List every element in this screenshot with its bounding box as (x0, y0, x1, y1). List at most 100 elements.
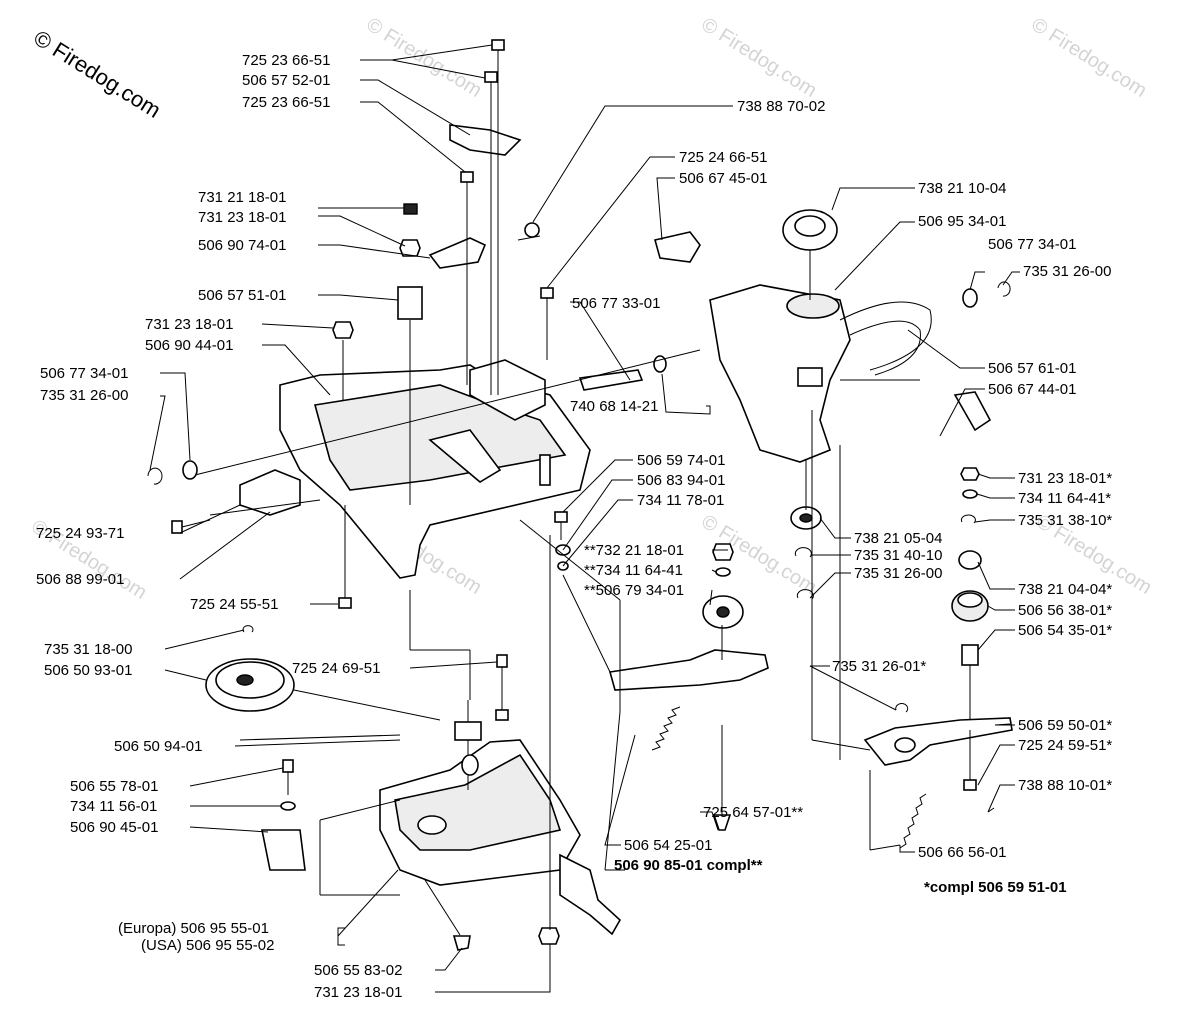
part-label: 506 57 51-01 (198, 287, 286, 304)
part-label: 506 57 61-01 (988, 360, 1076, 377)
long-bolt (540, 287, 554, 360)
axis-lines (194, 70, 971, 930)
part-label: 506 90 44-01 (145, 337, 233, 354)
bolt-top-2 (484, 71, 498, 104)
part-label: 738 88 10-01* (1018, 777, 1112, 794)
part-label: 735 31 18-00 (44, 641, 132, 658)
gearbox (379, 700, 622, 936)
part-label: 738 88 70-02 (737, 98, 825, 115)
bolt-upper-left (460, 171, 474, 205)
nut-bottom (538, 927, 560, 945)
part-labels: 725 23 66-51 506 57 52-01 725 23 66-51 7… (36, 52, 1112, 1001)
part-label: 738 21 10-04 (918, 180, 1006, 197)
part-label: 506 50 93-01 (44, 662, 132, 679)
part-label: 506 77 33-01 (572, 295, 660, 312)
part-label: 506 57 52-01 (242, 72, 330, 89)
part-label: 738 21 05-04 (854, 530, 942, 547)
part-label: 506 56 38-01* (1018, 602, 1112, 619)
steering-housing (709, 284, 932, 463)
part-label: 731 23 18-01* (1018, 470, 1112, 487)
part-label: 725 24 93-71 (36, 525, 124, 542)
part-label: 731 23 18-01 (314, 984, 402, 1001)
part-label: 731 23 18-01 (145, 316, 233, 333)
part-label: 506 54 25-01 (624, 837, 712, 854)
washer-right (962, 288, 978, 308)
watermark-faint: © Firedog.com (362, 14, 485, 102)
part-label: 506 55 83-02 (314, 962, 402, 979)
part-label: 506 77 34-01 (988, 236, 1076, 253)
part-label: 740 68 14-21 (570, 398, 658, 415)
parts-layer (147, 39, 1013, 951)
bolt-tensioner (712, 725, 732, 831)
part-label-compl: *compl 506 59 51-01 (924, 879, 1067, 896)
part-label: **506 79 34-01 (584, 582, 684, 599)
nut-small (403, 203, 418, 215)
circlip-left (147, 467, 163, 485)
part-label: (Europa) 506 95 55-01 (118, 920, 269, 937)
bearing-top (782, 209, 838, 251)
gearbox-bolt-bottom (424, 879, 471, 951)
gearbox-bolt-left (261, 759, 306, 871)
part-label: **734 11 64-41 (584, 562, 683, 579)
part-label: 738 21 04-04* (1018, 581, 1112, 598)
circlip-right (997, 281, 1011, 297)
part-label: 506 83 94-01 (637, 472, 725, 489)
part-label: 725 24 59-51* (1018, 737, 1112, 754)
part-label: 506 50 94-01 (114, 738, 202, 755)
washer-column (554, 511, 571, 571)
clip-top-right (654, 231, 701, 263)
watermark-faint: © Firedog.com (697, 14, 820, 102)
nut-frame (332, 321, 354, 339)
spring-right (899, 793, 995, 849)
main-frame (279, 359, 591, 579)
grease-nipple (517, 222, 541, 241)
part-label: **732 21 18-01 (584, 542, 684, 559)
part-label: 506 67 44-01 (988, 381, 1076, 398)
bolt-vertical (495, 654, 509, 721)
tension-spring (651, 706, 681, 751)
part-label: 506 77 34-01 (40, 365, 128, 382)
part-label-compl: 506 90 85-01 compl** (614, 857, 763, 874)
bushing (653, 355, 667, 373)
clip-bracket (397, 286, 423, 320)
part-label: 731 21 18-01 (198, 189, 286, 206)
part-label: 725 24 66-51 (679, 149, 767, 166)
watermark-main: © Firedog.com (29, 25, 165, 123)
part-label: 725 24 69-51 (292, 660, 380, 677)
top-bracket (449, 124, 522, 156)
part-label: 506 88 99-01 (36, 571, 124, 588)
watermark-faint: © Firedog.com (1027, 14, 1150, 102)
part-label: 506 67 45-01 (679, 170, 767, 187)
bearing-stack (790, 506, 822, 600)
right-stack (951, 467, 989, 666)
idler-pulley (702, 543, 744, 629)
part-label: 734 11 56-01 (70, 798, 157, 815)
part-label: 735 31 38-10* (1018, 512, 1112, 529)
part-label: 506 90 74-01 (198, 237, 286, 254)
part-label: 735 31 26-00 (1023, 263, 1111, 280)
tensioner-arm (608, 649, 769, 691)
part-label: (USA) 506 95 55-02 (141, 937, 274, 954)
drive-pulley (205, 625, 295, 712)
part-label: 734 11 64-41* (1018, 490, 1111, 507)
part-label: 725 64 57-01** (703, 804, 803, 821)
clip-right (953, 391, 992, 432)
part-label: 506 90 45-01 (70, 819, 158, 836)
part-label: 506 59 50-01* (1018, 717, 1112, 734)
part-label: 506 54 35-01* (1018, 622, 1112, 639)
part-label: 725 23 66-51 (242, 94, 330, 111)
part-label: 725 24 55-51 (190, 596, 278, 613)
part-label: 735 31 26-00 (40, 387, 128, 404)
washer-left (182, 460, 198, 480)
part-label: 506 66 56-01 (918, 844, 1006, 861)
bolt-top-1 (491, 39, 505, 70)
pin (578, 369, 644, 391)
leader-lines (149, 44, 1020, 993)
mount-bracket (239, 469, 301, 516)
part-label: 734 11 78-01 (637, 492, 724, 509)
plate-bracket (428, 237, 487, 269)
part-label: 506 55 78-01 (70, 778, 158, 795)
part-label: 725 23 66-51 (242, 52, 330, 69)
bolt-lower (338, 570, 352, 609)
